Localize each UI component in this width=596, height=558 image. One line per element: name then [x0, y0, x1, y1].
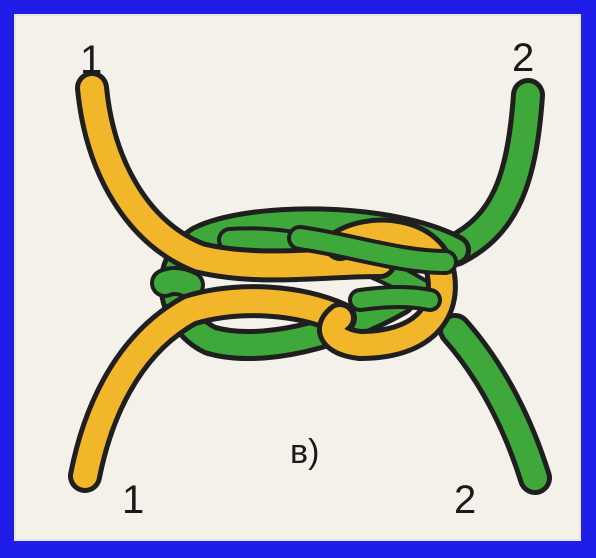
figure-caption: в)	[290, 432, 319, 472]
rope-2-top-label: 2	[512, 38, 534, 78]
rope-2-bottom-label: 2	[454, 480, 476, 520]
rope-1-top-label: 1	[80, 40, 102, 80]
rope-1-bottom-label: 1	[122, 480, 144, 520]
